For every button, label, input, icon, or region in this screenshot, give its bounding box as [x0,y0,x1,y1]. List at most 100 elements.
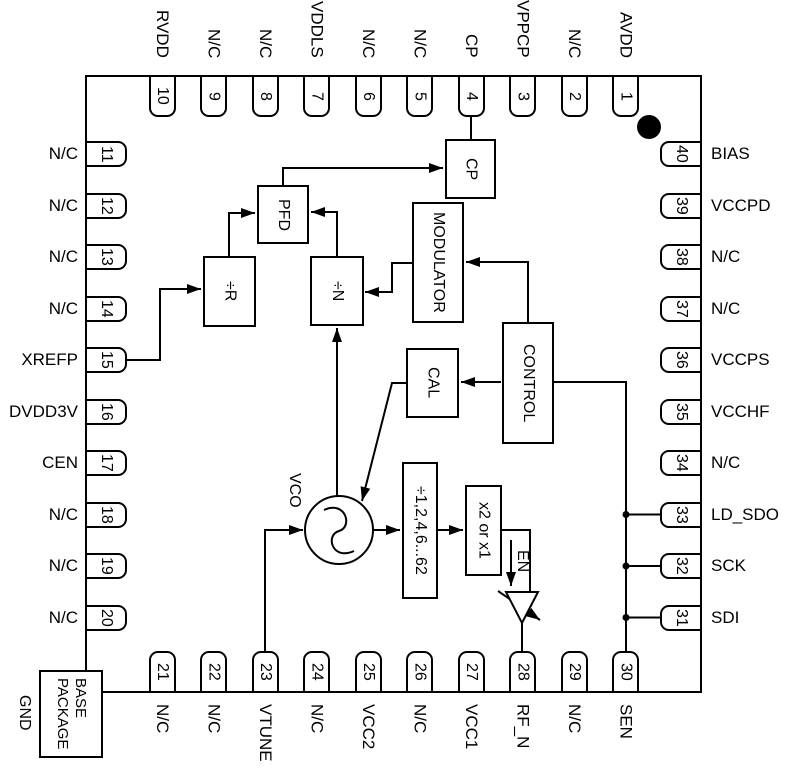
cal-block-label: CAL [424,367,442,399]
pin-number: 8 [257,91,274,101]
pin-39: 39 [660,192,702,219]
pin-label-text: N/C [410,704,430,734]
pin-38: 38 [660,244,702,270]
pin-29: 29 [560,651,588,693]
pin-number: 27 [463,663,480,681]
wire-control-modulator [466,257,529,323]
pin-label-6: N/C [356,0,380,58]
pin-number: 19 [98,557,115,575]
pin-number: 14 [98,299,115,318]
output-divider-block: ÷1,2,4,6...62 [402,462,438,599]
wire-cal-vco [360,382,406,502]
pin-number: 23 [257,663,274,681]
pin-label-27: VCC1 [459,704,483,772]
pin-label-text: N/C [359,28,378,58]
pin-label-37: N/C [711,298,741,318]
pin-number: 11 [98,145,115,163]
pin-number: 6 [360,91,377,101]
vco-label: VCO [286,472,303,508]
pin-31: 31 [660,604,702,631]
junction-dot [622,614,630,621]
pin-number: 32 [673,557,690,575]
junction-dot [622,562,630,570]
package-outline [85,75,702,693]
div-n-block-label: ÷N [329,280,346,302]
output-divider-block-label: ÷1,2,4,6...62 [412,486,429,575]
junction-dot [622,511,630,518]
pin-label-text: VPPCP [513,0,533,58]
pin-5: 5 [406,75,433,117]
pin-number: 21 [154,663,171,681]
pin-label-36: VCCPS [711,350,770,369]
wire-vtune-vco [264,525,303,651]
wire-xrefp-divr [127,284,201,361]
pin-number: 38 [673,248,690,266]
pin-label-21: N/C [150,704,174,772]
pin-37: 37 [660,295,702,322]
div-r-block: ÷R [203,256,256,327]
pin-26: 26 [406,651,433,693]
pin-label-text: N/C [410,28,430,58]
pin-label-30: SEN [614,704,638,772]
pin-label-32: SCK [711,556,746,575]
pin-number: 7 [308,91,326,101]
pin-label-18: N/C [48,504,78,524]
div-n-block: ÷N [310,256,364,326]
pin-8: 8 [251,75,279,117]
pin-label-15: XREFP [21,350,78,369]
pin-label-3: VPPCP [511,0,535,58]
pin-label-text: N/C [204,28,224,58]
wire-divr-pfd [228,208,255,257]
pin-19: 19 [85,553,127,579]
pin-13: 13 [85,244,127,270]
pin-label-2: N/C [562,0,586,58]
pin-16: 16 [85,398,127,425]
pin-2: 2 [560,75,588,117]
pin-label-text: VCC1 [462,704,481,750]
pin-label-20: N/C [48,607,78,627]
wire-divn-pfd [311,207,338,257]
pin-label-text: RF_N [513,704,533,749]
pin-24: 24 [303,651,330,693]
pin-number: 20 [98,608,115,627]
pin-number: 35 [673,402,690,421]
pin-label-19: N/C [48,556,78,575]
pin-label-text: VDDLS [307,1,327,58]
pin-label-7: VDDLS [305,0,329,58]
pin-label-text: N/C [204,704,224,734]
pin-number: 13 [98,248,115,266]
pin-label-33: LD_SDO [711,504,780,524]
amplifier-triangle [504,591,540,626]
pin-number: 37 [673,299,690,318]
pin-9: 9 [200,75,227,117]
wire-multiplier-amp [502,529,531,592]
pin-label-26: N/C [408,704,432,772]
modulator-block-label: MODULATOR [430,212,447,313]
pin-4: 4 [457,75,485,117]
pin-6: 6 [354,75,382,117]
pfd-block-label: PFD [275,198,292,231]
pin-label-14: N/C [48,298,78,318]
pin-label-12: N/C [48,195,78,215]
pin-label-text: N/C [565,28,584,58]
pin-number: 25 [360,663,377,681]
pin-label-40: BIAS [711,144,750,163]
modulator-block: MODULATOR [412,202,464,323]
pin-14: 14 [85,295,127,322]
cal-block: CAL [406,348,459,418]
pin-number: 18 [98,505,115,524]
pin-label-text: AVDD [616,12,636,58]
en-label: EN [514,549,531,573]
pin-label-25: VCC2 [356,704,380,772]
pin-label-11: N/C [48,144,78,163]
pin-35: 35 [660,398,702,425]
pin-23: 23 [251,651,279,693]
pin-label-text: VCC2 [359,704,378,750]
pin-15: 15 [85,347,127,373]
pin-number: 30 [617,663,635,681]
pin-label-text: RVDD [153,10,172,58]
pin-label-35: VCCHF [711,401,770,421]
pin-number: 26 [411,663,429,681]
